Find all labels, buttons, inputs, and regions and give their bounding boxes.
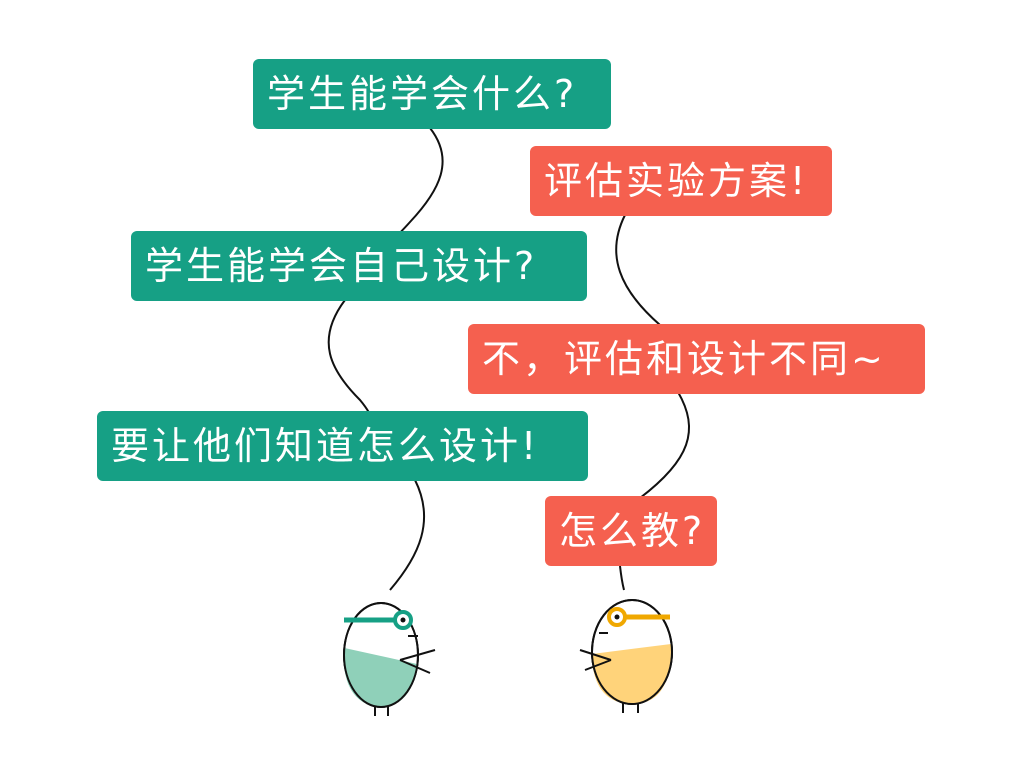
bubble-right-1: 评估实验方案! <box>530 146 832 216</box>
right-character <box>579 599 673 713</box>
bubble-left-2: 学生能学会自己设计? <box>131 231 587 301</box>
left-character <box>343 602 436 716</box>
bubble-left-3: 要让他们知道怎么设计! <box>97 411 588 481</box>
left-connectors <box>327 127 444 591</box>
right-connectors <box>615 214 691 591</box>
bubble-right-3: 怎么教? <box>545 496 717 566</box>
bubble-right-2: 不，评估和设计不同~ <box>468 324 925 394</box>
bubble-left-1: 学生能学会什么? <box>253 59 611 129</box>
